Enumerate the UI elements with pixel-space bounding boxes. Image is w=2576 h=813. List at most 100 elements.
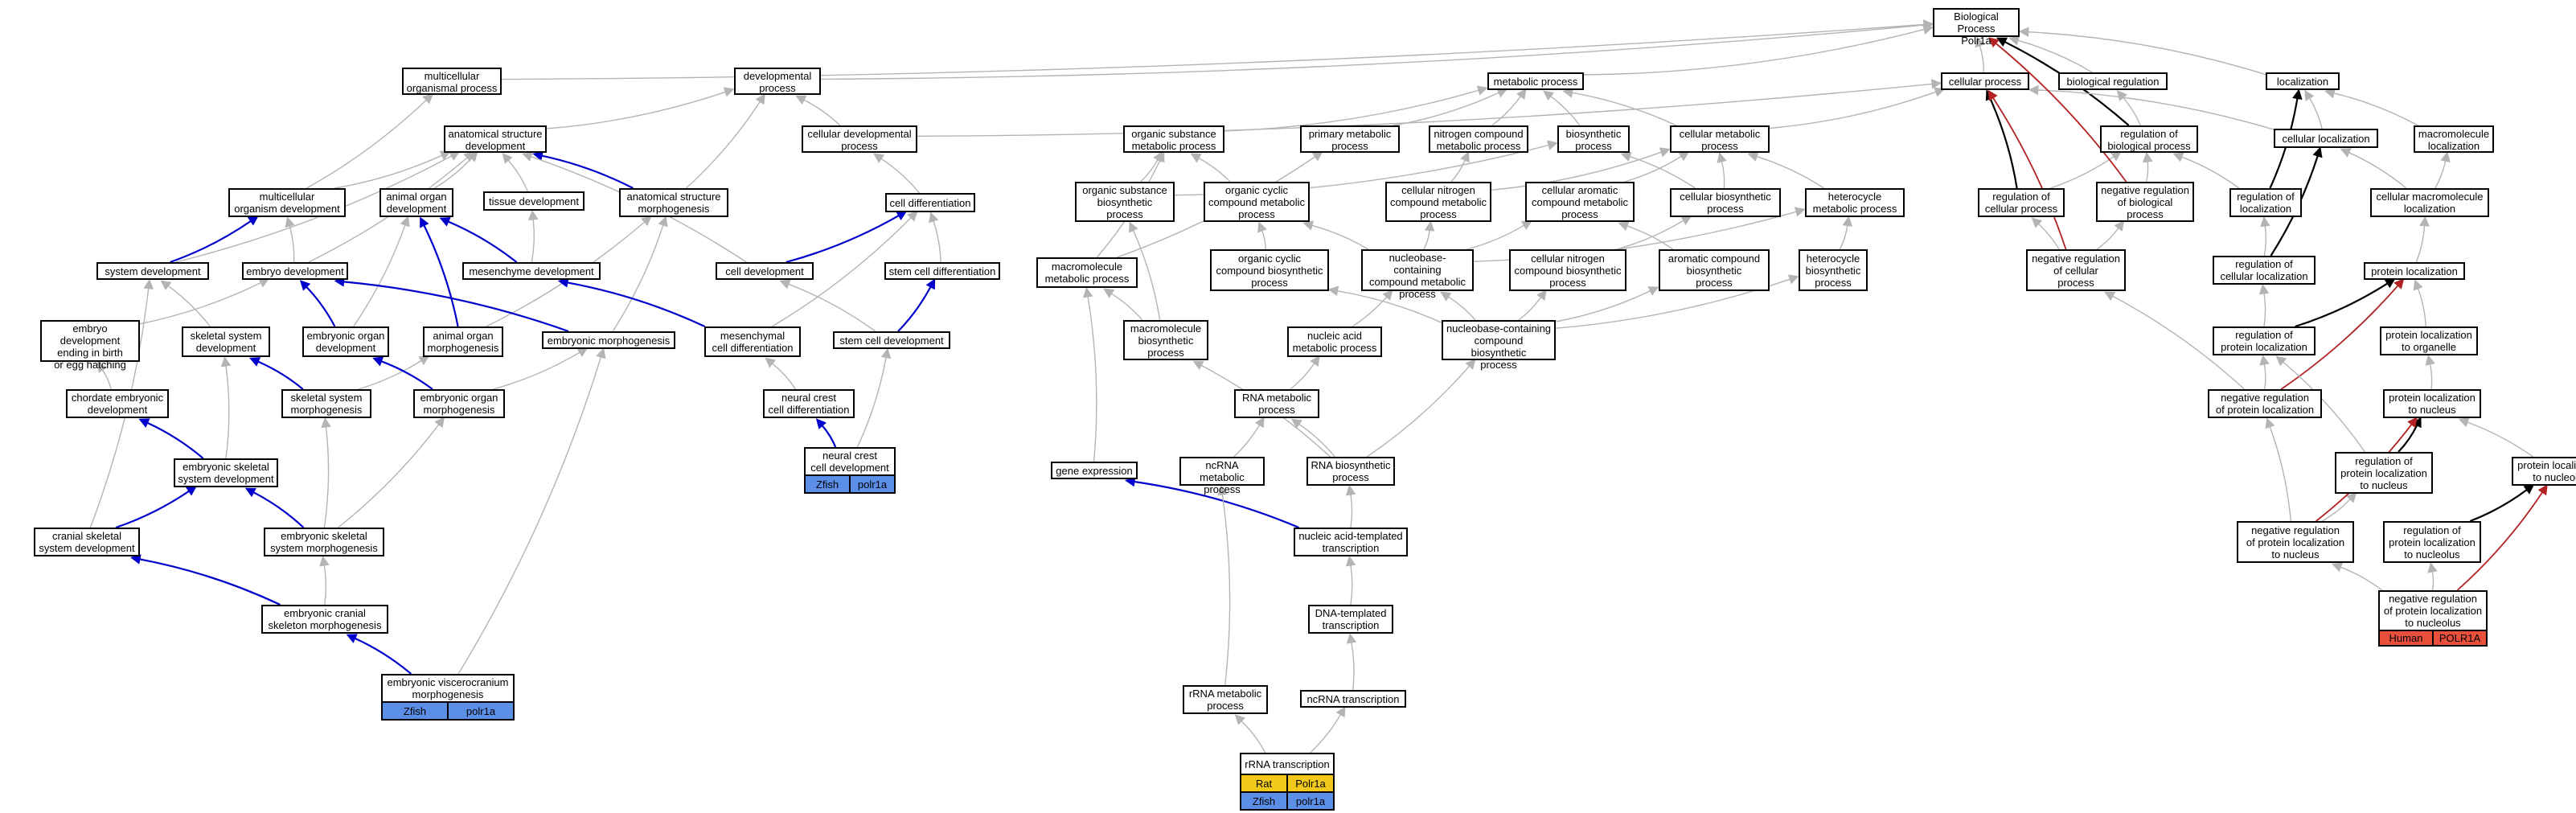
go-term-skeletal-system-dev[interactable]: skeletal system development bbox=[182, 326, 270, 357]
go-term-embryo-development[interactable]: embryo development bbox=[242, 262, 348, 280]
go-term-reg-biological-process[interactable]: regulation of biological process bbox=[2100, 125, 2198, 153]
go-term-nucleic-acid-metabolic[interactable]: nucleic acid metabolic process bbox=[1287, 326, 1382, 357]
go-term-developmental-process[interactable]: developmental process bbox=[734, 68, 821, 95]
edge-neg-reg-biological-process-to-reg-biological-process bbox=[2145, 161, 2149, 183]
go-term-macromolecule-localization[interactable]: macromolecule localization bbox=[2414, 125, 2494, 153]
go-term-stem-cell-development[interactable]: stem cell development bbox=[833, 331, 950, 349]
go-term-cellular-nitrogen-compound-metabolic[interactable]: cellular nitrogen compound metabolic pro… bbox=[1385, 182, 1491, 222]
go-term-mesenchyme-development[interactable]: mesenchyme development bbox=[462, 262, 601, 280]
go-term-animal-organ-morph[interactable]: animal organ morphogenesis bbox=[423, 326, 503, 357]
go-term-reg-cellular-process[interactable]: regulation of cellular process bbox=[1978, 188, 2065, 217]
go-term-rna-metabolic[interactable]: RNA metabolic process bbox=[1234, 389, 1319, 418]
go-term-primary-metabolic[interactable]: primary metabolic process bbox=[1300, 125, 1400, 153]
go-term-nucleobase-containing-compound-metabolic[interactable]: nucleobase-containing compound metabolic… bbox=[1361, 249, 1474, 300]
go-term-cellular-nitrogen-compound-biosynthetic[interactable]: cellular nitrogen compound biosynthetic … bbox=[1509, 249, 1626, 291]
go-term-cranial-skeletal-system-dev[interactable]: cranial skeletal system development bbox=[34, 528, 140, 556]
go-term-heterocycle-metabolic[interactable]: heterocycle metabolic process bbox=[1805, 188, 1905, 217]
go-term-cellular-macromolecule-localization[interactable]: cellular macromolecule localization bbox=[2370, 188, 2489, 217]
go-term-neural-crest-cell-diff[interactable]: neural crest cell differentiation bbox=[763, 389, 855, 418]
go-term-reg-protein-localization-to-nucleus[interactable]: regulation of protein localization to nu… bbox=[2335, 452, 2433, 494]
go-term-ncrna-metabolic[interactable]: ncRNA metabolic process bbox=[1179, 457, 1265, 495]
go-term-nucleic-acid-templated-transcription[interactable]: nucleic acid-templated transcription bbox=[1294, 528, 1408, 556]
go-term-protein-localization-to-nucleolus[interactable]: protein localization to nucleolus bbox=[2512, 457, 2576, 486]
go-term-reg-protein-localization[interactable]: regulation of protein localization bbox=[2213, 326, 2316, 355]
go-term-embryo-dev-ending-birth[interactable]: embryo development ending in birth or eg… bbox=[40, 320, 140, 371]
go-term-aromatic-compound-biosynthetic[interactable]: aromatic compound biosynthetic process bbox=[1659, 249, 1770, 291]
go-term-protein-localization-to-organelle[interactable]: protein localization to organelle bbox=[2380, 326, 2478, 355]
go-term-nucleobase-containing-compound-biosynthetic[interactable]: nucleobase-containing compound biosynthe… bbox=[1442, 320, 1556, 371]
go-term-label: embryonic morphogenesis bbox=[547, 334, 671, 347]
go-term-label: heterocycle metabolic process bbox=[1812, 191, 1897, 215]
go-term-rrna-metabolic[interactable]: rRNA metabolic process bbox=[1183, 685, 1268, 714]
go-term-neg-reg-protein-localization-to-nucleus[interactable]: negative regulation of protein localizat… bbox=[2237, 521, 2354, 563]
go-term-tissue-development[interactable]: tissue development bbox=[483, 191, 585, 211]
arrowhead bbox=[1103, 288, 1115, 298]
go-term-reg-localization[interactable]: regulation of localization bbox=[2229, 188, 2302, 217]
go-term-reg-protein-localization-to-nucleolus[interactable]: regulation of protein localization to nu… bbox=[2383, 521, 2481, 563]
go-term-metabolic-process[interactable]: metabolic process bbox=[1487, 72, 1584, 90]
go-term-anatomical-structure-dev[interactable]: anatomical structure development bbox=[444, 125, 547, 153]
go-term-label: RNA biosynthetic process bbox=[1311, 459, 1391, 483]
go-term-cellular-process[interactable]: cellular process bbox=[1941, 72, 2029, 90]
go-term-localization[interactable]: localization bbox=[2266, 72, 2340, 90]
edge-cellular-process-to-bp bbox=[1979, 45, 1985, 73]
arrowhead bbox=[1311, 151, 1323, 162]
edge-embryonic-morphogenesis-to-embryo-development bbox=[343, 281, 569, 333]
go-term-protein-localization-to-nucleus[interactable]: protein localization to nucleus bbox=[2383, 389, 2481, 418]
go-term-ncrna-transcription[interactable]: ncRNA transcription bbox=[1300, 690, 1406, 708]
go-term-multicellular-organism-dev[interactable]: multicellular organism development bbox=[228, 188, 346, 217]
go-term-organic-substance-biosynthetic[interactable]: organic substance biosynthetic process bbox=[1075, 182, 1175, 222]
go-term-embryonic-morphogenesis[interactable]: embryonic morphogenesis bbox=[542, 331, 675, 349]
go-term-skeletal-system-morph[interactable]: skeletal system morphogenesis bbox=[281, 389, 371, 418]
go-term-biosynthetic-process[interactable]: biosynthetic process bbox=[1557, 125, 1630, 153]
go-term-label: cellular metabolic process bbox=[1679, 128, 1761, 152]
go-term-gene-expression[interactable]: gene expression bbox=[1051, 462, 1138, 479]
go-term-embryonic-cranial-skeleton-morph[interactable]: embryonic cranial skeleton morphogenesis bbox=[261, 605, 388, 634]
go-term-cell-differentiation[interactable]: cell differentiation bbox=[885, 193, 975, 212]
go-term-rna-biosynthetic[interactable]: RNA biosynthetic process bbox=[1306, 457, 1395, 486]
arrowhead bbox=[1647, 286, 1659, 296]
go-term-anatomical-structure-morph[interactable]: anatomical structure morphogenesis bbox=[619, 188, 728, 217]
arrowhead bbox=[2332, 562, 2344, 573]
go-term-cellular-aromatic-compound-metabolic[interactable]: cellular aromatic compound metabolic pro… bbox=[1525, 182, 1635, 222]
go-term-neg-reg-protein-localization-to-nucleolus[interactable]: negative regulation of protein localizat… bbox=[2378, 590, 2488, 647]
go-term-label: organic cyclic compound biosynthetic pro… bbox=[1216, 252, 1323, 289]
go-term-macromolecule-metabolic[interactable]: macromolecule metabolic process bbox=[1036, 257, 1138, 288]
go-term-reg-cellular-localization[interactable]: regulation of cellular localization bbox=[2213, 256, 2316, 285]
go-term-organic-cyclic-compound-metabolic[interactable]: organic cyclic compound metabolic proces… bbox=[1204, 182, 1310, 222]
go-term-bp[interactable]: Biological Process Polr1a bbox=[1933, 8, 2020, 47]
go-term-chordate-embryonic-dev[interactable]: chordate embryonic development bbox=[66, 389, 169, 418]
go-term-biological-regulation[interactable]: biological regulation bbox=[2058, 72, 2168, 90]
go-term-organic-cyclic-compound-biosynthetic[interactable]: organic cyclic compound biosynthetic pro… bbox=[1210, 249, 1329, 291]
edge-nucleic-acid-templated-transcription-to-gene-expression bbox=[1134, 480, 1299, 529]
go-term-animal-organ-dev[interactable]: animal organ development bbox=[379, 188, 453, 217]
go-term-cellular-developmental[interactable]: cellular developmental process bbox=[802, 125, 917, 153]
go-term-cellular-metabolic[interactable]: cellular metabolic process bbox=[1670, 125, 1770, 153]
go-term-embryonic-skeletal-system-dev[interactable]: embryonic skeletal system development bbox=[174, 458, 278, 487]
go-term-cell-development[interactable]: cell development bbox=[716, 262, 814, 280]
go-term-organic-substance-metabolic[interactable]: organic substance metabolic process bbox=[1123, 125, 1224, 153]
go-term-stem-cell-differentiation[interactable]: stem cell differentiation bbox=[884, 262, 1000, 280]
go-term-macromolecule-biosynthetic[interactable]: macromolecule biosynthetic process bbox=[1123, 320, 1208, 360]
go-term-cellular-localization[interactable]: cellular localization bbox=[2274, 129, 2378, 148]
go-term-embryonic-organ-morph[interactable]: embryonic organ morphogenesis bbox=[413, 389, 505, 418]
go-term-label: heterocycle biosynthetic process bbox=[1805, 252, 1861, 289]
go-term-multicellular-organismal[interactable]: multicellular organismal process bbox=[402, 68, 502, 95]
go-term-dna-templated-transcription[interactable]: DNA-templated transcription bbox=[1308, 605, 1393, 634]
go-term-neg-reg-protein-localization[interactable]: negative regulation of protein localizat… bbox=[2208, 389, 2322, 418]
go-term-nitrogen-compound-metabolic[interactable]: nitrogen compound metabolic process bbox=[1429, 125, 1528, 153]
go-term-neg-reg-cellular-process[interactable]: negative regulation of cellular process bbox=[2026, 249, 2126, 291]
go-term-heterocycle-biosynthetic[interactable]: heterocycle biosynthetic process bbox=[1799, 249, 1868, 291]
go-term-neg-reg-biological-process[interactable]: negative regulation of biological proces… bbox=[2096, 182, 2194, 222]
edge-aromatic-compound-biosynthetic-to-cellular-aromatic-compound-metabolic bbox=[1626, 225, 1674, 250]
go-term-cellular-biosynthetic[interactable]: cellular biosynthetic process bbox=[1670, 188, 1781, 217]
go-term-protein-localization[interactable]: protein localization bbox=[2364, 262, 2465, 280]
go-term-embryonic-skeletal-system-morph[interactable]: embryonic skeletal system morphogenesis bbox=[264, 528, 384, 556]
go-term-mesenchymal-cell-diff[interactable]: mesenchymal cell differentiation bbox=[704, 326, 801, 357]
go-term-system-development[interactable]: system development bbox=[96, 262, 209, 280]
edge-embryonic-viscerocranium-morph-to-embryonic-cranial-skeleton-morph bbox=[355, 637, 412, 675]
go-term-embryonic-organ-dev[interactable]: embryonic organ development bbox=[302, 326, 389, 357]
